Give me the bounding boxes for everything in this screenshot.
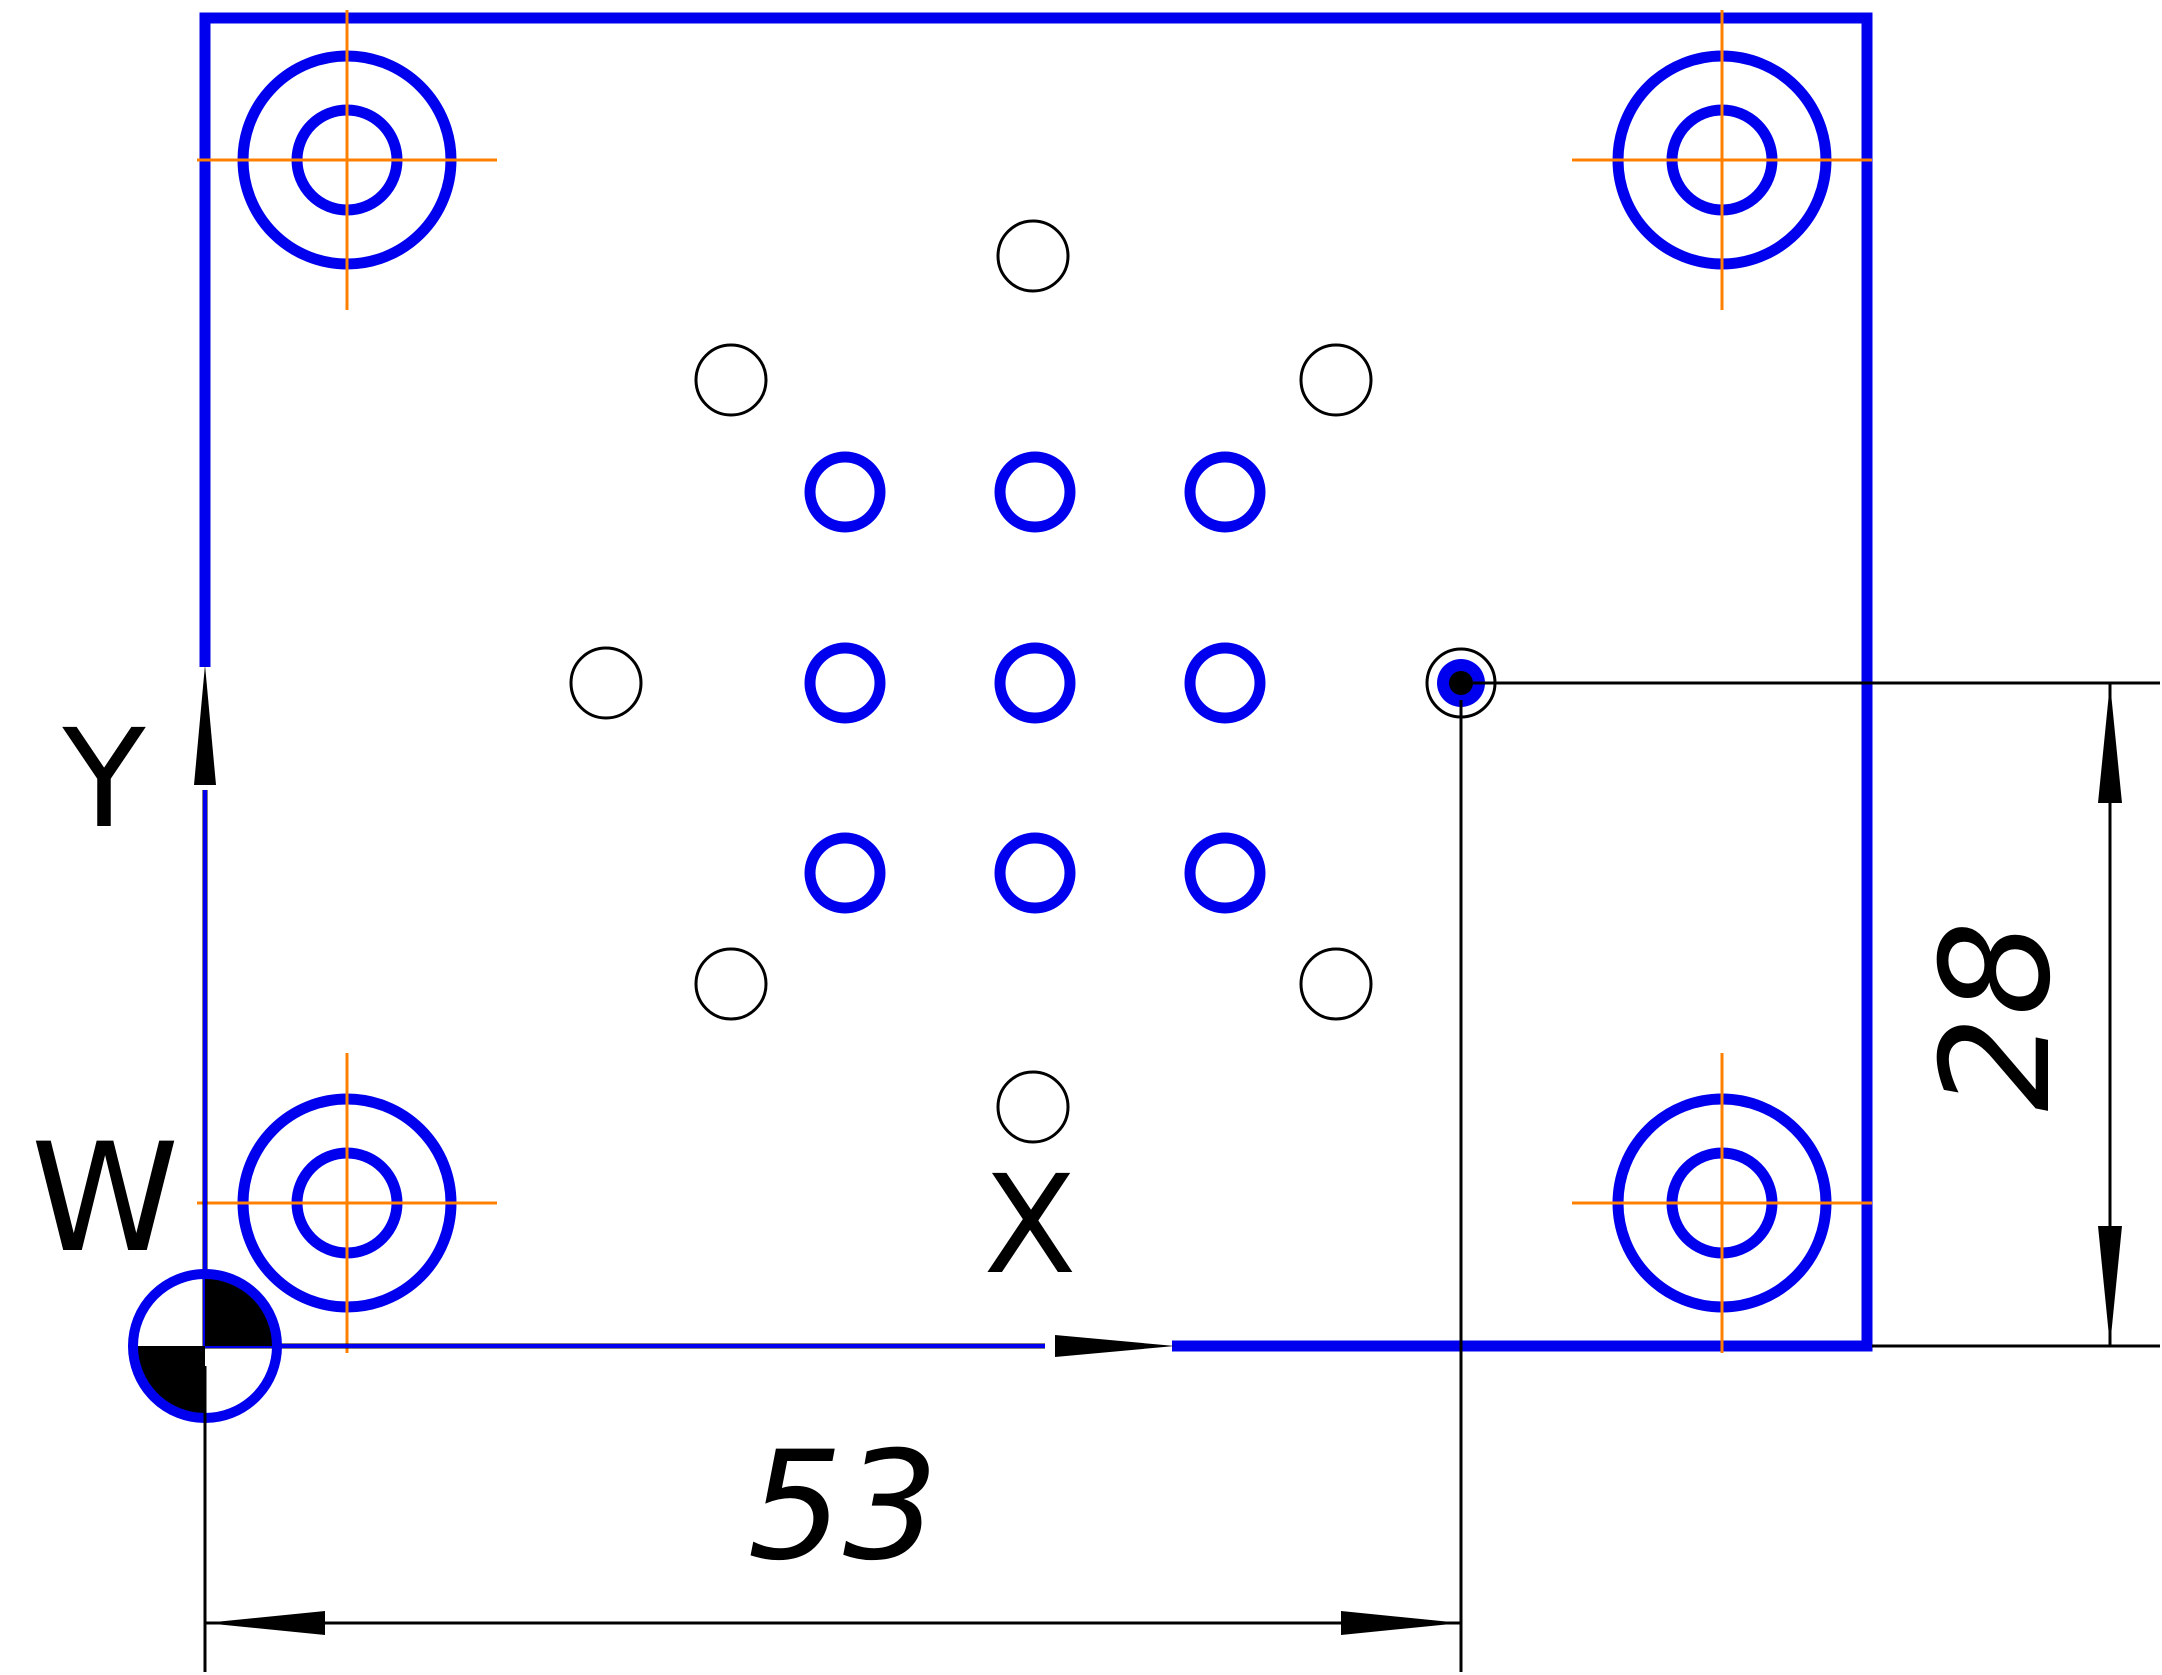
vertical-dimension-value: 28 [1910,921,2084,1112]
grid-hole [804,832,886,914]
outer-hole [996,1070,1070,1144]
corner-hole-bottom-right [1572,1053,1872,1353]
horizontal-dimension [203,700,1463,1672]
grid-hole [994,451,1076,533]
outer-hole [569,646,643,720]
plate-outline [199,12,1873,1352]
origin-label: W [31,1112,179,1286]
center-hole-grid [804,451,1266,914]
y-axis-label: Y [61,701,146,859]
outer-hole [1299,343,1373,417]
grid-hole [994,642,1076,724]
corner-hole-bottom-left [197,1053,497,1353]
x-axis-arrowhead [1055,1335,1175,1357]
horizontal-dimension-value: 53 [748,1420,939,1594]
grid-hole [994,832,1076,914]
x-axis-label: X [983,1147,1076,1305]
y-axis-arrowhead [194,665,216,785]
grid-hole [1184,451,1266,533]
corner-hole-top-right [1572,10,1872,310]
vertical-dimension [1463,681,2160,1348]
outer-hole [694,947,768,1021]
grid-hole [804,451,886,533]
grid-hole [1184,832,1266,914]
outer-hole-ring [569,219,1373,1144]
grid-hole [1184,642,1266,724]
corner-hole-top-left [197,10,497,310]
outer-hole [1299,947,1373,1021]
grid-hole [804,642,886,724]
x-axis [205,1335,1175,1357]
outer-hole [996,219,1070,293]
outer-hole [694,343,768,417]
y-axis [194,665,216,1346]
